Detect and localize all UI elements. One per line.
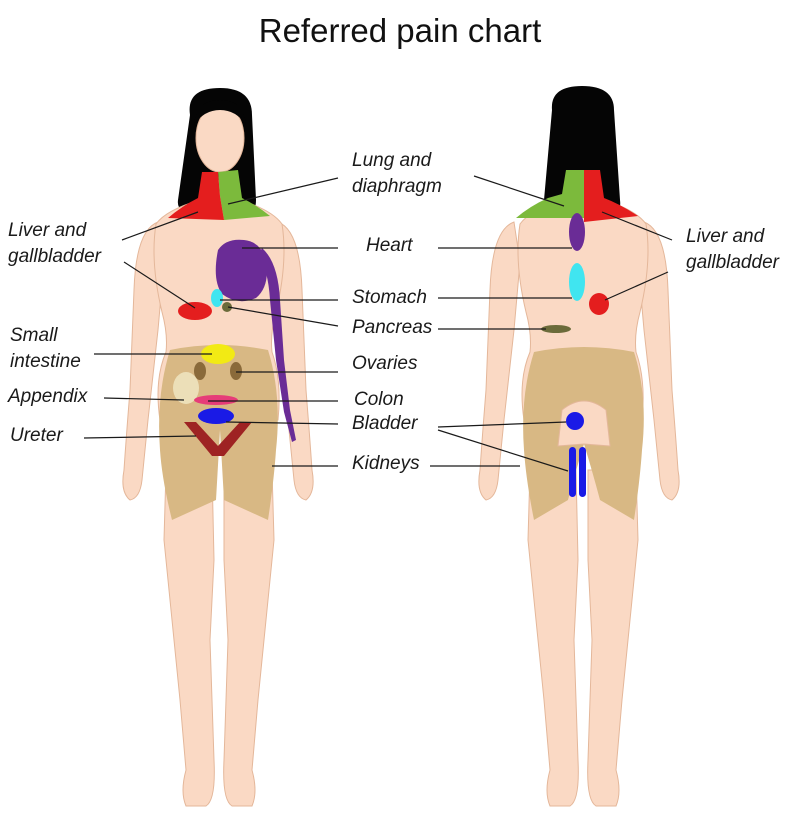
back-left-arm bbox=[478, 221, 521, 501]
front-figure bbox=[122, 88, 314, 807]
label-stomach: Stomach bbox=[352, 287, 427, 308]
front-colon-zone bbox=[194, 395, 238, 405]
back-buttocks bbox=[557, 400, 611, 447]
ureter-leader bbox=[83, 435, 197, 439]
label-pancreas: Pancreas bbox=[352, 317, 433, 338]
back-right-leg bbox=[587, 469, 639, 807]
front-right-arm bbox=[271, 221, 314, 501]
lung-leader-back bbox=[473, 175, 565, 207]
label-small-intestine: Small intestine bbox=[10, 323, 81, 375]
front-lung-zone bbox=[218, 170, 270, 220]
front-ovary-left bbox=[194, 362, 206, 380]
back-pancreas-zone bbox=[541, 325, 571, 333]
front-ureter-zone bbox=[184, 422, 252, 456]
label-heart: Heart bbox=[366, 235, 413, 256]
label-liver-left-line1: Liver and bbox=[8, 220, 87, 241]
back-bladder-zone bbox=[566, 412, 584, 430]
front-left-leg bbox=[163, 469, 215, 807]
front-hair-fringe bbox=[194, 100, 246, 125]
front-ovary-right bbox=[230, 362, 242, 380]
label-liver-right: Liver and gallbladder bbox=[686, 224, 779, 276]
label-lung-line2: diaphragm bbox=[352, 176, 442, 197]
front-appendix-zone bbox=[173, 372, 199, 404]
front-bladder-zone bbox=[198, 408, 234, 424]
front-shorts bbox=[159, 345, 278, 520]
label-liver-right-line2: gallbladder bbox=[686, 252, 779, 273]
front-liver-neck-zone bbox=[168, 172, 224, 220]
label-appendix: Appendix bbox=[8, 386, 88, 407]
appendix-leader bbox=[103, 397, 185, 401]
back-figure bbox=[478, 86, 680, 807]
label-kidneys: Kidneys bbox=[352, 453, 420, 474]
label-colon: Colon bbox=[354, 389, 404, 410]
label-small-intestine-line2: intestine bbox=[10, 351, 81, 372]
front-liver-zone bbox=[178, 302, 212, 320]
back-liver-neck-zone bbox=[584, 170, 638, 222]
label-liver-left: Liver and gallbladder bbox=[8, 218, 101, 270]
front-heart-arm-strip bbox=[258, 248, 296, 442]
back-liver-zone bbox=[589, 293, 609, 315]
chart-title: Referred pain chart bbox=[258, 12, 542, 49]
front-pancreas-zone bbox=[222, 302, 232, 312]
back-kidney-left bbox=[569, 447, 576, 497]
leader-lines bbox=[83, 175, 673, 472]
front-right-leg bbox=[223, 469, 275, 807]
pancreas-leader-front bbox=[227, 306, 339, 327]
liver-leader-left-upper bbox=[121, 211, 199, 241]
label-liver-right-line1: Liver and bbox=[686, 226, 765, 247]
label-small-intestine-line1: Small bbox=[10, 325, 58, 346]
label-ureter: Ureter bbox=[10, 425, 63, 446]
liver-leader-right-lower bbox=[604, 271, 669, 301]
label-ovaries: Ovaries bbox=[352, 353, 418, 374]
liver-leader-left-lower bbox=[123, 261, 196, 309]
front-heart-zone bbox=[215, 239, 267, 302]
back-heart-zone bbox=[569, 213, 585, 251]
label-liver-left-line2: gallbladder bbox=[8, 246, 101, 267]
back-kidney-right bbox=[579, 447, 586, 497]
kidneys-leader-back bbox=[437, 429, 569, 472]
front-left-arm bbox=[122, 221, 165, 501]
lung-leader-front bbox=[227, 177, 339, 205]
label-lung-diaphragm: Lung and diaphragm bbox=[352, 148, 442, 200]
label-lung-line1: Lung and bbox=[352, 150, 432, 171]
bladder-leader-back bbox=[437, 421, 567, 428]
back-right-arm bbox=[637, 221, 680, 501]
back-lung-zone bbox=[516, 170, 584, 218]
label-bladder: Bladder bbox=[352, 413, 418, 434]
front-stomach-zone bbox=[211, 289, 223, 307]
liver-leader-right-upper bbox=[601, 211, 673, 241]
back-stomach-zone bbox=[569, 263, 585, 301]
front-small-intestine-zone bbox=[201, 344, 235, 364]
back-left-leg bbox=[527, 469, 579, 807]
bladder-leader-front bbox=[225, 421, 339, 425]
